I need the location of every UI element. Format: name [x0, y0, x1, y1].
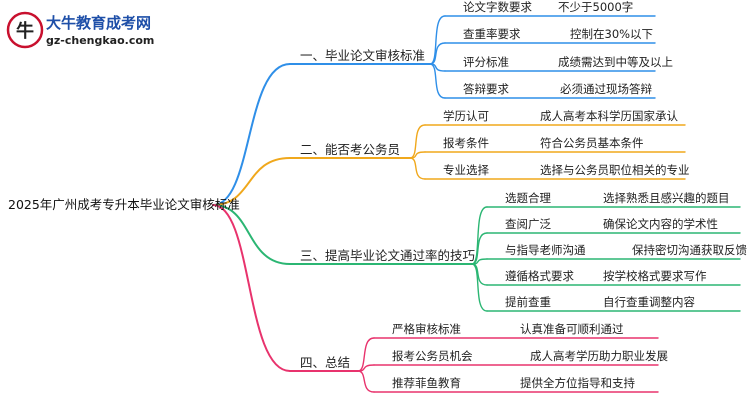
- leaf-connector: [429, 63, 446, 99]
- logo-url: gz-chengkao.com: [46, 34, 155, 47]
- leaf-label: 查重率要求: [463, 27, 521, 41]
- leaf-label: 提前查重: [505, 295, 551, 309]
- leaf-connector: [471, 263, 488, 312]
- leaf-label: 与指导老师沟通: [505, 243, 586, 257]
- branch-label: 三、提高毕业论文通过率的技巧: [300, 248, 476, 263]
- logo-title: 大牛教育成考网: [46, 14, 152, 32]
- branch-label: 一、毕业论文审核标准: [300, 48, 426, 63]
- leaf-connector: [429, 15, 446, 65]
- leaf-label: 遵循格式要求: [505, 269, 574, 283]
- leaf-value: 提供全方位指导和支持: [520, 376, 635, 390]
- leaf-value: 成人高考本科学历国家承认: [540, 109, 678, 123]
- leaf-label: 推荐菲鱼教育: [392, 376, 461, 390]
- leaf-connector: [357, 364, 375, 372]
- branch-connector: [212, 63, 291, 206]
- branch-connector: [212, 204, 291, 372]
- leaf-label: 报考条件: [443, 136, 489, 150]
- leaf-connector: [409, 151, 426, 159]
- leaf-label: 查阅广泛: [505, 217, 551, 231]
- leaf-value: 控制在30%以下: [570, 27, 654, 41]
- leaf-label: 答辩要求: [463, 82, 509, 96]
- leaf-value: 必须通过现场答辩: [560, 82, 652, 96]
- leaf-value: 选择熟悉且感兴趣的题目: [603, 191, 730, 205]
- leaf-connector: [429, 42, 446, 65]
- leaf-connector: [409, 157, 426, 180]
- logo-mark-icon: 牛: [6, 11, 44, 49]
- leaf-value: 确保论文内容的学术性: [603, 217, 718, 231]
- leaf-label: 学历认可: [443, 109, 489, 123]
- leaf-value: 认真准备可顺利通过: [520, 322, 624, 336]
- branch-connector: [212, 157, 291, 206]
- leaf-connector: [471, 232, 488, 265]
- branch-label: 二、能否考公务员: [300, 142, 401, 157]
- leaf-connector: [409, 124, 426, 159]
- leaf-value: 自行查重调整内容: [603, 295, 695, 309]
- leaf-value: 符合公务员基本条件: [540, 136, 644, 150]
- leaf-value: 按学校格式要求写作: [603, 269, 707, 283]
- root-topic: 2025年广州成考专升本毕业论文审核标准: [8, 197, 240, 212]
- leaf-value: 选择与公务员职位相关的专业: [540, 163, 690, 177]
- leaf-label: 报考公务员机会: [392, 349, 473, 363]
- leaf-label: 论文字数要求: [463, 0, 532, 14]
- logo-mark-glyph: 牛: [16, 20, 34, 42]
- leaf-connector: [357, 370, 375, 393]
- leaf-value: 保持密切沟通获取反馈: [632, 243, 747, 257]
- leaf-label: 专业选择: [443, 163, 489, 177]
- leaf-label: 选题合理: [505, 191, 551, 205]
- leaf-label: 严格审核标准: [392, 322, 461, 336]
- leaf-connector: [471, 263, 488, 286]
- leaf-label: 评分标准: [463, 55, 509, 69]
- branch-label: 四、总结: [300, 355, 351, 370]
- branch-connector: [212, 204, 291, 265]
- leaf-value: 成绩需达到中等及以上: [558, 55, 673, 69]
- leaf-value: 成人高考学历助力职业发展: [530, 349, 668, 363]
- site-logo: 牛 大牛教育成考网 gz-chengkao.com: [6, 10, 176, 54]
- leaf-value: 不少于5000字: [558, 0, 634, 14]
- leaf-connector: [357, 337, 375, 372]
